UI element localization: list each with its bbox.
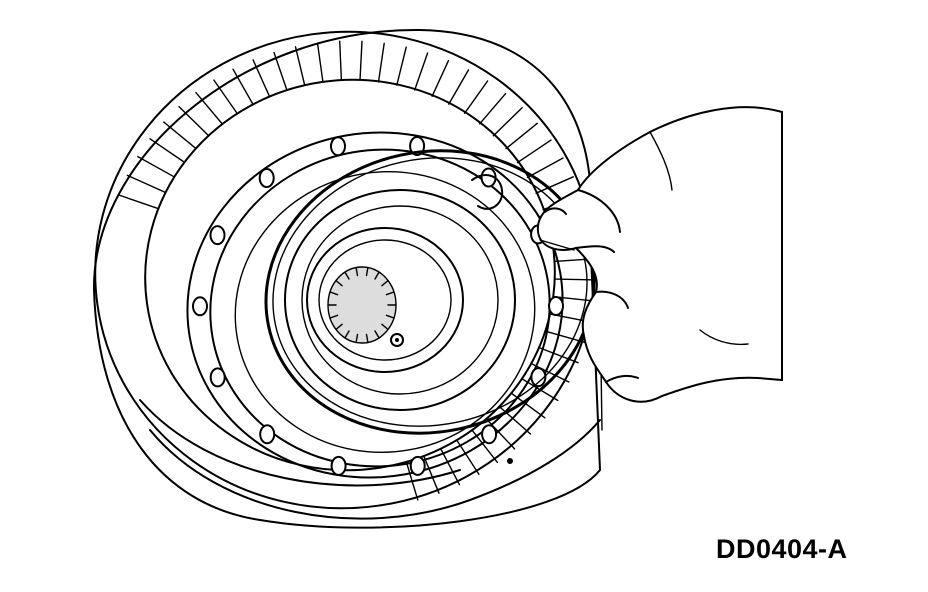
drum-tooth — [163, 121, 196, 149]
plate-lug — [192, 296, 208, 317]
drum-tooth — [456, 440, 480, 475]
drum-tooth — [440, 449, 461, 486]
plate-lug — [548, 296, 564, 316]
drum-tooth — [126, 174, 166, 193]
figure-code: DD0404-A — [716, 534, 848, 564]
drum-tooth — [316, 42, 324, 83]
clutch-plates — [186, 131, 564, 479]
drum-tooth — [539, 347, 579, 364]
drum-tooth — [505, 122, 538, 150]
drum-tooth — [526, 157, 564, 179]
plate-lug — [330, 136, 346, 157]
hub-spline — [385, 291, 395, 296]
drum-tooth — [396, 46, 407, 86]
hub-spline — [374, 271, 380, 280]
plate-lug — [209, 367, 226, 388]
inner-hub — [284, 189, 516, 411]
drum-tooth — [273, 51, 288, 91]
hub-splines — [327, 266, 397, 344]
drum-tooth — [294, 46, 306, 86]
plate-lug — [258, 168, 275, 188]
hand-illustration — [471, 106, 783, 403]
hub-spline — [355, 266, 359, 277]
drum-tooth — [213, 79, 238, 114]
hub-spline — [365, 333, 369, 344]
drum-tooth — [448, 69, 470, 105]
plate-lug — [481, 424, 498, 445]
hub-spline — [385, 314, 395, 319]
drum-tooth — [118, 194, 159, 210]
hub-spline — [381, 323, 389, 331]
drum-tooth — [431, 59, 450, 98]
drum-tooth — [137, 155, 174, 178]
drum-tooth — [553, 296, 596, 302]
hub-spline — [335, 279, 343, 287]
hub-spline — [329, 314, 339, 319]
drum-tooth — [377, 42, 385, 83]
drum-tooth — [339, 40, 343, 81]
hub-spline — [365, 266, 369, 277]
drum-tooth — [252, 59, 270, 97]
drum-tooth — [531, 363, 570, 383]
plate-lug — [409, 455, 426, 476]
plate-lug — [530, 367, 547, 388]
drum-tooth — [478, 92, 507, 125]
plate-lug — [259, 424, 276, 445]
drum-tooth — [516, 139, 552, 164]
drum-tooth — [149, 138, 185, 163]
drum-tooth — [423, 456, 440, 494]
hub-spline — [381, 279, 389, 287]
drum-tooth — [414, 52, 429, 91]
plate-lug — [330, 455, 347, 476]
drum-tooth — [463, 80, 489, 115]
hub-spline — [355, 333, 359, 344]
hub-spline — [335, 323, 343, 331]
drum-tooth — [535, 176, 574, 194]
drum-tooth — [195, 91, 223, 124]
drum-tooth — [178, 105, 209, 136]
hub-spline — [344, 330, 350, 339]
drum-tooth — [492, 107, 523, 137]
hub-spline — [344, 271, 350, 280]
plate-lug — [209, 225, 226, 246]
hub-spline — [374, 330, 380, 339]
hub-spline — [329, 291, 339, 296]
drum-teeth — [118, 40, 597, 501]
drum-tooth — [359, 40, 363, 81]
drum-tooth — [232, 68, 254, 105]
